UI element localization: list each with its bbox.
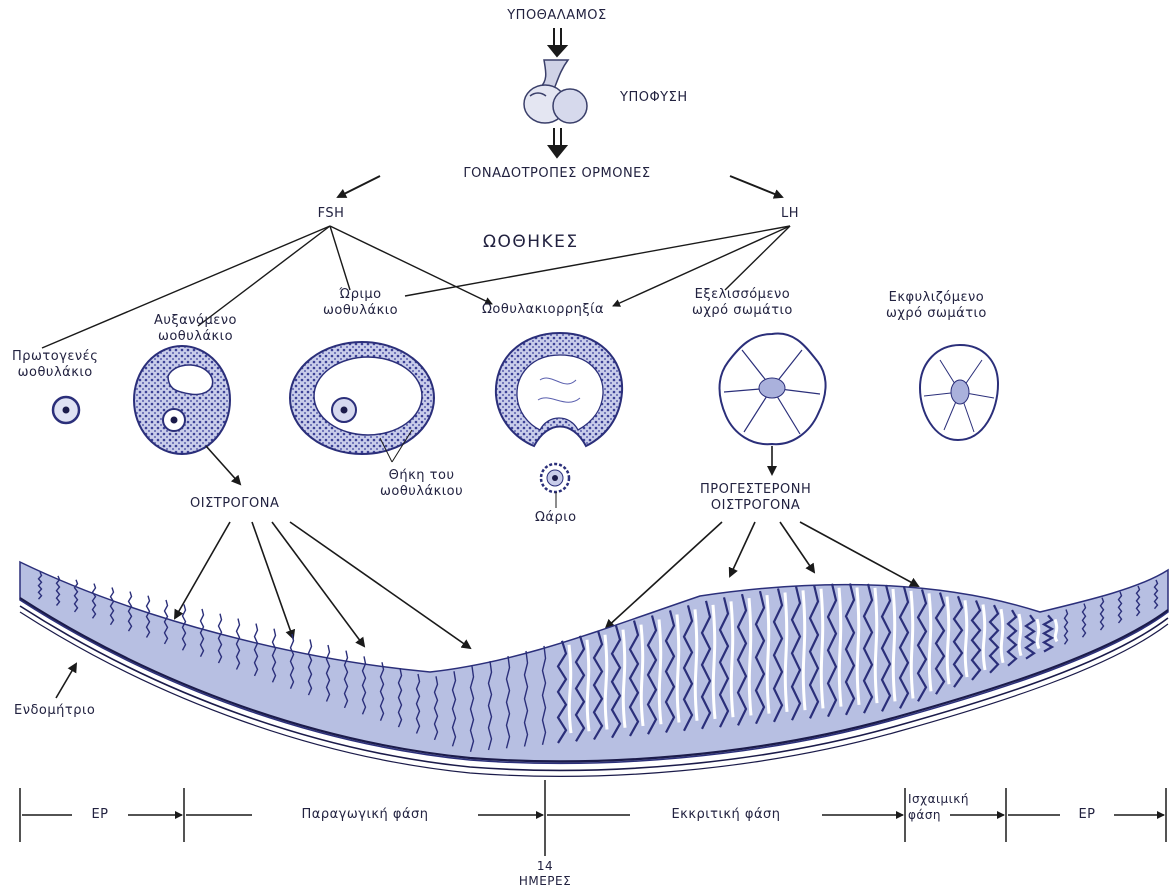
endometrium-label: Ενδομήτριο <box>14 703 95 719</box>
developing-corpus-luteum-drawing <box>720 333 826 444</box>
gland-lumen <box>983 604 985 669</box>
day-number: 14 <box>537 858 553 874</box>
gland-lumen <box>1019 614 1021 656</box>
hypothalamus-arrow <box>549 28 566 56</box>
gland-lumen <box>965 600 967 677</box>
gland-lumen <box>821 589 823 709</box>
growing-follicle-label: Αυξανόμενο ωοθυλάκιο <box>154 313 237 345</box>
gland-lumen <box>893 589 895 701</box>
pituitary-gland-drawing <box>524 60 587 123</box>
ovum-label: Ωάριο <box>535 510 577 526</box>
arrow-to-endometrium <box>56 664 76 698</box>
estrogens-label: ΟΙΣΤΡΟΓΟΝΑ <box>190 496 279 512</box>
day-unit: ΗΜΕΡΕΣ <box>519 873 571 889</box>
growing-follicle-drawing <box>134 346 230 454</box>
arrow-to-estrogens <box>206 446 240 484</box>
gland-lumen <box>1001 609 1003 663</box>
phase-ischemic: Ισχαιμική φάση <box>908 791 969 823</box>
progesterone-estrogens-label: ΠΡΟΓΕΣΤΕΡΟΝΗ ΟΙΣΤΡΟΓΟΝΑ <box>700 482 811 514</box>
theca-label: Θήκη του ωοθυλάκιου <box>380 468 463 500</box>
mature-follicle-label: Ώριμο ωοθυλάκιο <box>323 287 398 319</box>
gland-lumen <box>623 630 625 728</box>
phase-proliferative: Παραγωγική φάση <box>302 807 429 823</box>
hypothalamus-label: ΥΠΟΘΑΛΑΜΟΣ <box>507 8 607 24</box>
gland-lumen <box>641 625 643 726</box>
regressing-corpus-luteum-drawing <box>920 345 998 440</box>
gland-lumen <box>929 593 931 691</box>
regressing-corpus-luteum-label: Εκφυλιζόμενο ωχρό σωμάτιο <box>886 290 987 322</box>
ovaries-label: ΩΟΘΗΚΕΣ <box>483 234 579 250</box>
phase-secretory: Εκκριτική φάση <box>671 807 780 823</box>
phase-ep-start: ΕΡ <box>91 807 108 823</box>
mature-follicle-drawing <box>290 342 434 462</box>
gland-lumen <box>569 645 571 733</box>
gland-lumen <box>839 588 841 707</box>
gland-lumen <box>587 640 589 731</box>
pituitary-label: ΥΠΟΦΥΣΗ <box>620 90 688 106</box>
gland-lumen <box>803 590 805 710</box>
arrow-to-lh <box>730 176 782 197</box>
gland-lumen <box>1055 619 1057 641</box>
gland-lumen <box>767 595 769 714</box>
primordial-follicle-drawing <box>53 397 79 423</box>
arrow-to-fsh <box>338 176 380 197</box>
gland-lumen <box>659 620 661 725</box>
gland-lumen <box>695 609 697 720</box>
gland-lumen <box>911 591 913 699</box>
gland-lumen <box>605 635 607 730</box>
primordial-follicle-label: Πρωτογενές ωοθυλάκιο <box>12 349 98 381</box>
gland-lumen <box>1037 619 1039 648</box>
gland-lumen <box>857 588 859 705</box>
ovum-drawing <box>541 464 569 508</box>
gland-lumen <box>677 614 679 722</box>
gland-lumen <box>713 605 715 719</box>
gland-lumen <box>785 593 787 712</box>
timeline-axis <box>20 780 1166 856</box>
gland-lumen <box>875 588 877 703</box>
gland-lumen <box>749 598 751 715</box>
gland-lumen <box>731 601 733 717</box>
fsh-label: FSH <box>318 206 345 222</box>
fsh-arrows <box>42 226 492 348</box>
endometrium-band <box>20 562 1168 776</box>
gonadotropins-label: ΓΟΝΑΔΟΤΡΟΠΕΣ ΟΡΜΟΝΕΣ <box>463 166 650 182</box>
phase-ep-end: ΕΡ <box>1078 807 1095 823</box>
lh-label: LH <box>781 206 799 222</box>
ovulation-follicle-drawing <box>496 333 622 446</box>
pituitary-arrow <box>549 128 566 157</box>
gland-lumen <box>947 597 949 685</box>
ovulation-label: Ωοθυλακιορρηξία <box>482 302 604 318</box>
developing-corpus-luteum-label: Εξελισσόμενο ωχρό σωμάτιο <box>692 287 793 319</box>
